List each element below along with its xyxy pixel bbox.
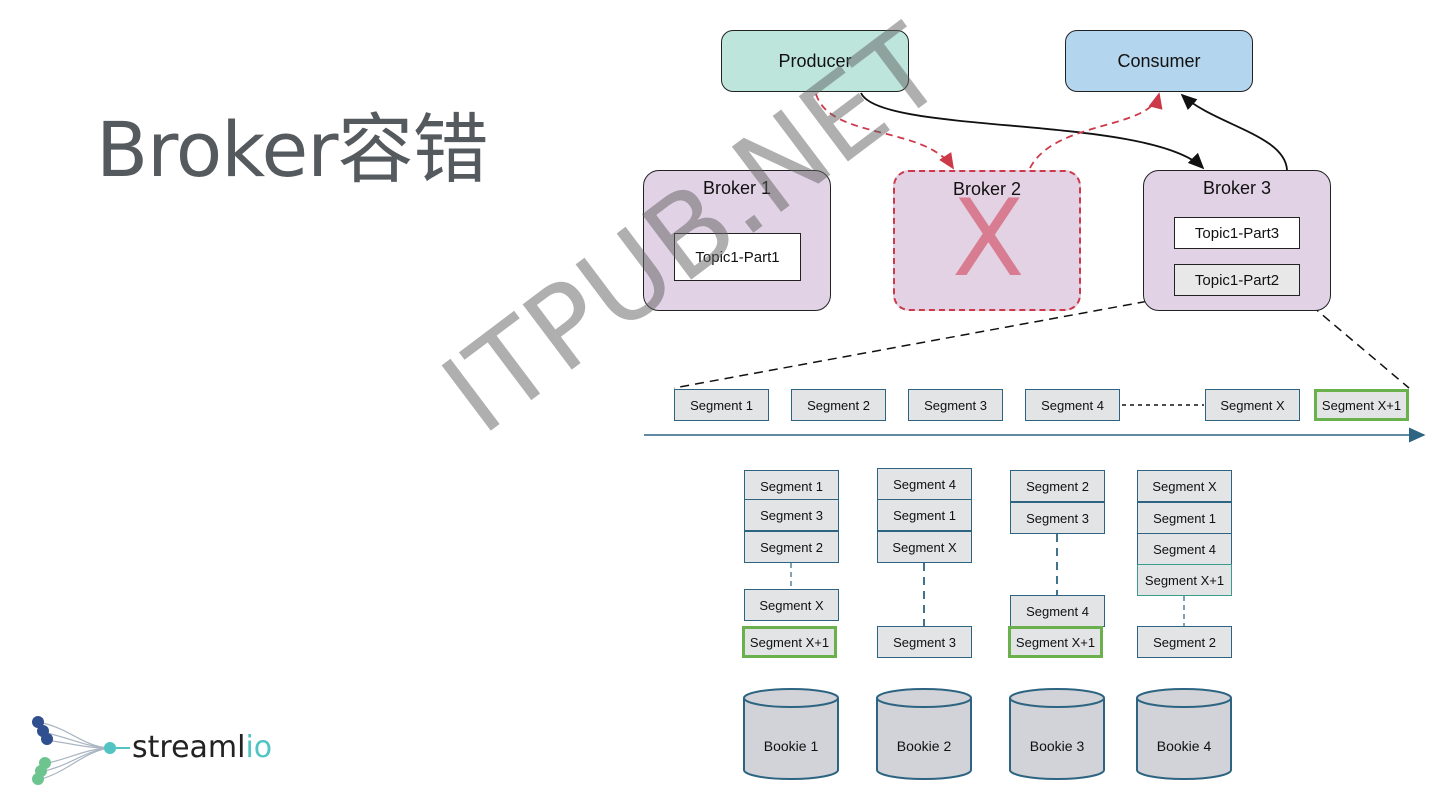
bookie-2-label: Bookie 2: [896, 738, 952, 754]
bookie-1-segment: Segment 1: [744, 470, 839, 502]
broker-2-label: Broker 2: [952, 179, 1022, 199]
bookie-3-label: Bookie 3: [1029, 738, 1085, 754]
streamlio-logo-mark: [32, 716, 130, 785]
segment-row-item: Segment 1: [674, 389, 769, 421]
producer-box: Producer: [721, 30, 909, 92]
bookie-1-segment: Segment 2: [744, 531, 839, 563]
broker-2-failed: Broker 2: [893, 170, 1081, 311]
bookie-3-segment: Segment 4: [1010, 595, 1105, 627]
bookie-2-segment: Segment 1: [877, 499, 972, 531]
bookie-2-segment: Segment 3: [877, 626, 972, 658]
logo-text-accent: io: [245, 730, 273, 765]
bookie-4-label: Bookie 4: [1156, 738, 1212, 754]
broker-3-label: Broker 3: [1202, 178, 1272, 198]
bookie-1-label: Bookie 1: [763, 738, 819, 754]
broker3-to-consumer-arrow: [1180, 93, 1288, 171]
bookie-3-cylinder: [1009, 688, 1105, 780]
broker-3-topic-part2: Topic1-Part2: [1174, 264, 1300, 296]
bookie-3-segment: Segment 3: [1010, 502, 1105, 534]
logo-text-main: streaml: [132, 730, 246, 765]
broker2-to-consumer-failed-arrow: [1029, 92, 1163, 169]
bookie-4-segment: Segment X: [1137, 470, 1232, 502]
broker-3-topic-part3: Topic1-Part3: [1174, 217, 1300, 249]
zoom-line-left: [673, 295, 1177, 389]
producer-to-broker2-failed-arrow: [815, 93, 954, 170]
bookie-2-segment: Segment X: [877, 531, 972, 563]
bookie-1-cylinder: [743, 688, 839, 780]
bookie-3-segment: Segment 2: [1010, 470, 1105, 502]
bookie-4-segment-new: Segment X+1: [1137, 564, 1232, 596]
bookie-4-segment: Segment 1: [1137, 502, 1232, 534]
segment-row-item: Segment 3: [908, 389, 1003, 421]
broker-1-topic-part1: Topic1-Part1: [674, 233, 801, 281]
bookie-4-segment: Segment 4: [1137, 533, 1232, 565]
broker-2-failure-mark: X: [952, 177, 1025, 300]
segment-row-item-new: Segment X+1: [1314, 389, 1409, 421]
consumer-box: Consumer: [1065, 30, 1253, 92]
bookie-2-cylinder: [876, 688, 972, 780]
streamlio-logo-text: streamlio: [132, 730, 272, 765]
producer-to-broker3-arrow: [860, 92, 1205, 170]
zoom-line-right: [1299, 295, 1410, 389]
bookie-2-segment: Segment 4: [877, 468, 972, 500]
segment-row-item: Segment 4: [1025, 389, 1120, 421]
bookie-1-segment-new: Segment X+1: [742, 626, 837, 658]
bookie-1-segment: Segment 3: [744, 499, 839, 531]
bookie-4-segment: Segment 2: [1137, 626, 1232, 658]
segment-row-item: Segment 2: [791, 389, 886, 421]
bookie-3-segment-new: Segment X+1: [1008, 626, 1103, 658]
bookie-4-cylinder: [1136, 688, 1232, 780]
segment-row-item: Segment X: [1205, 389, 1300, 421]
page-title: Broker容错: [96, 105, 489, 194]
bookie-1-segment: Segment X: [744, 589, 839, 621]
broker-1-label: Broker 1: [702, 178, 772, 198]
